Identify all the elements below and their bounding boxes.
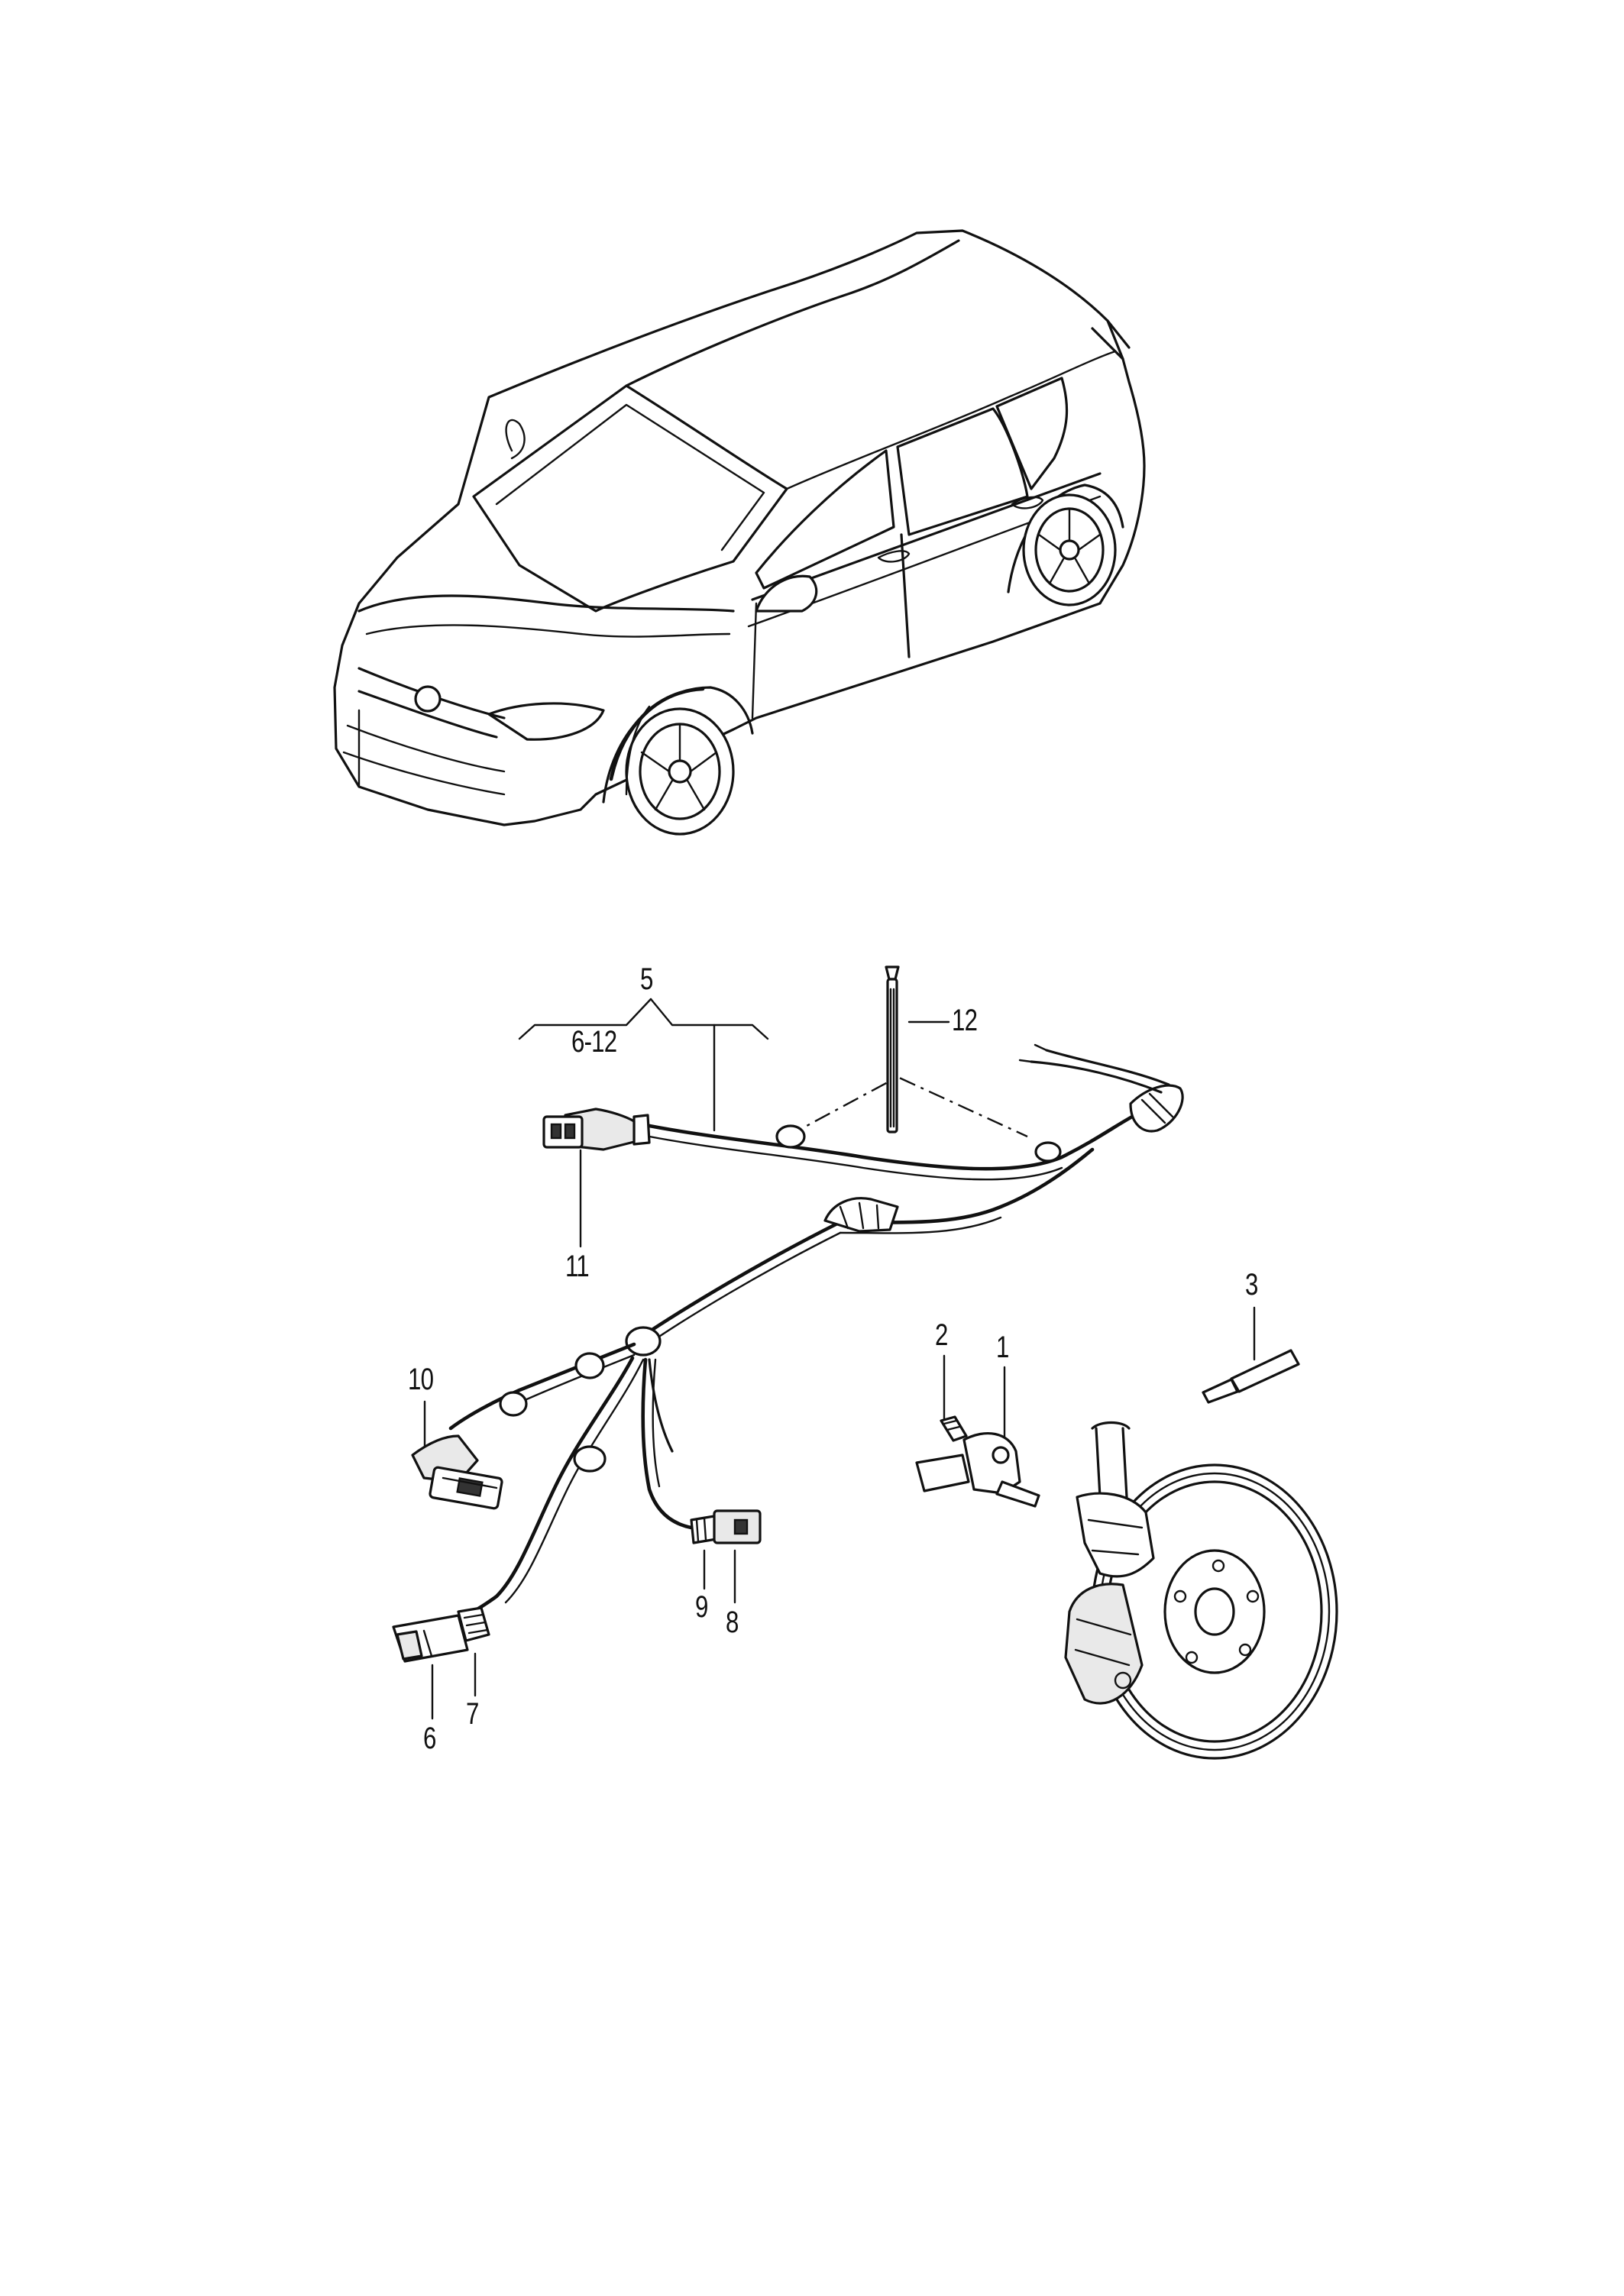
cable-tie-part-12 <box>885 965 900 1133</box>
callout-6-12: 6-12 <box>571 1025 617 1059</box>
callout-7: 7 <box>466 1697 479 1731</box>
callout-9: 9 <box>695 1590 708 1624</box>
callout-10: 10 <box>408 1363 434 1396</box>
wiring-harness-part-5 <box>392 1043 1184 1663</box>
callout-12: 12 <box>952 1004 978 1037</box>
car-illustration <box>333 229 1146 836</box>
speed-sensor-part-1 <box>915 1415 1040 1508</box>
assembly-dash-lines <box>786 1075 1028 1138</box>
callout-6: 6 <box>423 1722 436 1755</box>
wheel-hub-brake-disc <box>1064 1421 1338 1760</box>
callout-5: 5 <box>640 962 653 996</box>
callout-2: 2 <box>935 1318 948 1352</box>
callout-3: 3 <box>1245 1268 1258 1302</box>
grease-tube-part-3 <box>1202 1349 1300 1404</box>
callout-11: 11 <box>565 1250 590 1283</box>
callout-leader-lines <box>423 998 1256 1720</box>
callout-1: 1 <box>996 1331 1009 1364</box>
callout-8: 8 <box>726 1606 739 1639</box>
